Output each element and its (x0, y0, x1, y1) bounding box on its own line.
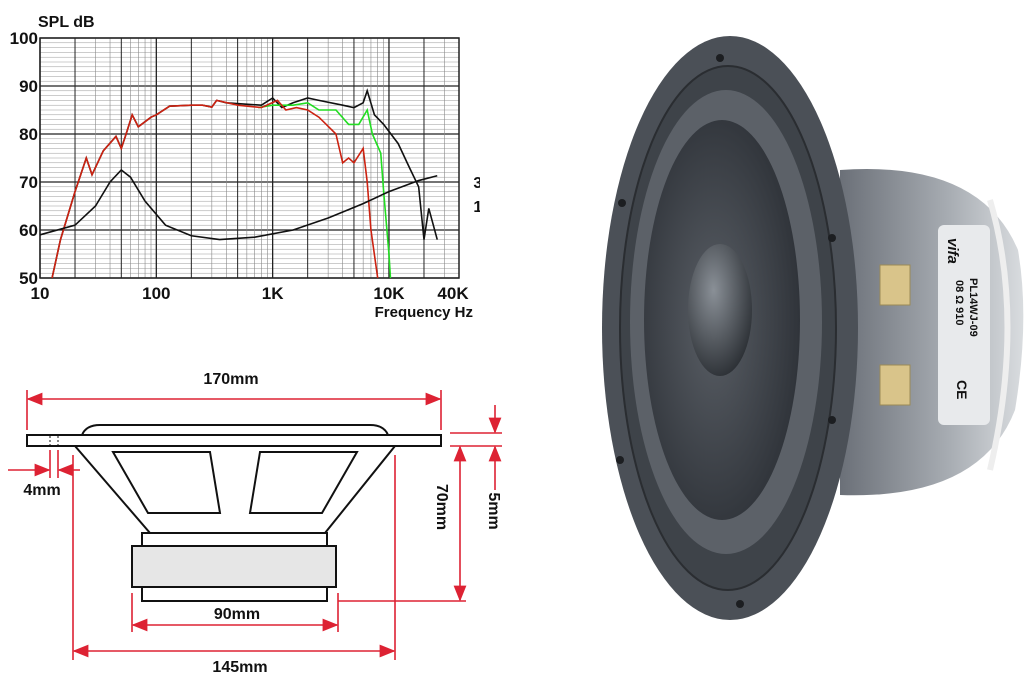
x-tick-label: 40K (437, 284, 469, 303)
impedance-code: 08 Ω 910 (953, 280, 965, 326)
basket-window-left (111, 451, 222, 514)
ce-mark: CE (954, 380, 970, 399)
mounting-holes (616, 54, 836, 608)
dust-cap (688, 244, 752, 376)
y-tick-label: 80 (19, 125, 38, 144)
chart-series (39, 88, 439, 279)
frame-flange (26, 434, 442, 447)
x-tick-label: 1K (262, 284, 284, 303)
impedance-tick-label: 32Ω (473, 175, 480, 192)
dim-4-label: 4mm (23, 482, 60, 499)
series-line-3 (39, 168, 438, 241)
series-line-2 (51, 99, 379, 279)
y-axis-label: SPL dB (38, 14, 95, 31)
dim-170-label: 170mm (203, 371, 258, 388)
basket-window-right (248, 451, 359, 514)
series-line-1 (257, 101, 392, 279)
x-tick-label: 10 (31, 284, 50, 303)
dim-145-label: 145mm (212, 659, 267, 676)
dim-70-label: 70mm (433, 484, 450, 530)
plot-frame (39, 37, 460, 279)
y-tick-label: 70 (19, 173, 38, 192)
cone-dome (80, 424, 390, 436)
x-tick-label: 100 (142, 284, 170, 303)
y-tick-label: 50 (19, 269, 38, 288)
magnet-label (938, 225, 990, 425)
chart-grid (39, 37, 460, 279)
x-axis-label: Frequency Hz (375, 304, 473, 321)
magnet-back-plate (141, 586, 328, 602)
terminal-bottom (879, 364, 911, 406)
model-label: PL14WJ-09 (967, 278, 979, 337)
x-tick-label: 10K (373, 284, 405, 303)
y-tick-label: 90 (19, 77, 38, 96)
dim-90-label: 90mm (214, 606, 260, 623)
dim-5-label: 5mm (485, 492, 502, 529)
impedance-tick-label: 16Ω (473, 199, 480, 216)
y-tick-label: 60 (19, 221, 38, 240)
terminal-top (879, 264, 911, 306)
dimension-drawing: 170mm 4mm 145mm 90mm 70mm 5mm (8, 371, 502, 676)
brand-logo: vifa (944, 238, 961, 264)
y-tick-label: 100 (10, 29, 38, 48)
